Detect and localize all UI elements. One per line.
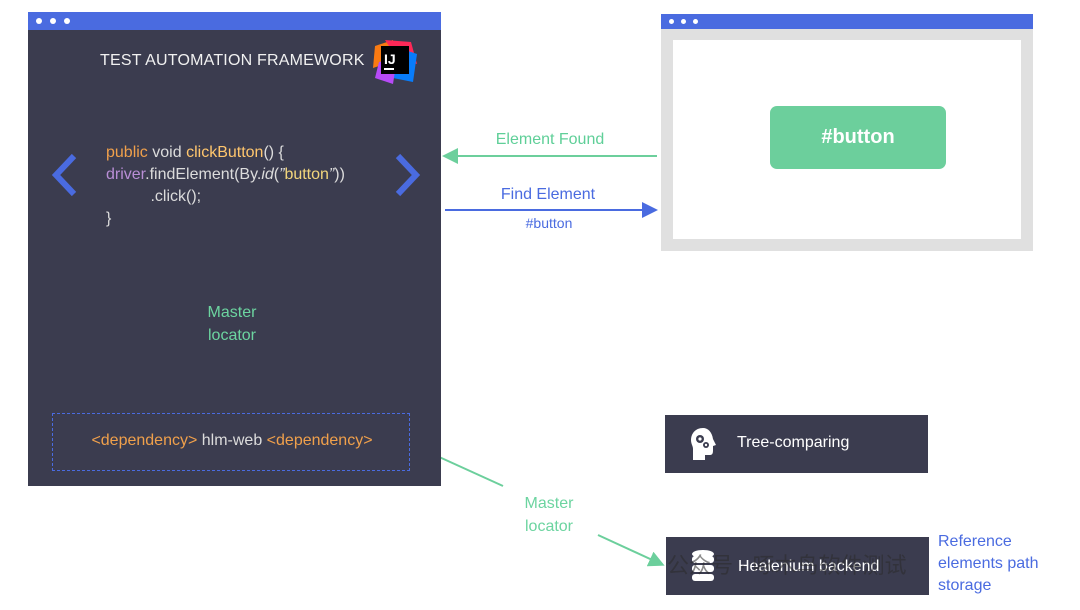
master-locator-line: Master — [207, 304, 257, 321]
ide-window: TEST AUTOMATION FRAMEWORK IJ public void… — [28, 12, 441, 486]
reference-line: Reference — [938, 533, 1012, 550]
code-text: id — [261, 166, 274, 183]
healenium-backend-box: Healenium backend — [666, 537, 929, 595]
window-dot-icon — [693, 19, 698, 24]
code-object: driver — [106, 166, 146, 183]
master-locator-label: Master locator — [192, 301, 272, 347]
master-locator-line: locator — [207, 327, 257, 344]
code-text: () { — [263, 144, 284, 161]
browser-title-bar — [661, 14, 1033, 29]
code-text: ” — [279, 166, 285, 183]
logo-text: IJ — [384, 51, 396, 67]
tree-comparing-box: Tree-comparing — [665, 415, 928, 473]
code-text: ( — [273, 166, 280, 183]
reference-storage-label: Reference elements path storage — [938, 531, 1039, 597]
reference-line: elements path — [938, 555, 1039, 572]
dependency-box: <dependency> hlm-web <dependency> — [52, 413, 410, 471]
master-locator-line: locator — [524, 518, 574, 535]
tree-comparing-label: Tree-comparing — [737, 434, 850, 451]
watermark: 公众号 · 啄木鸟软件测试 — [667, 553, 907, 578]
chevron-right-icon[interactable] — [392, 152, 422, 198]
code-snippet: public void clickButton() { driver.findE… — [106, 142, 345, 230]
chevron-left-icon[interactable] — [50, 152, 80, 198]
find-element-sublabel: #button — [525, 215, 573, 231]
master-locator-line: Master — [524, 495, 574, 512]
code-method: clickButton — [186, 144, 264, 161]
window-dot-icon — [681, 19, 686, 24]
code-keyword: public — [106, 144, 148, 161]
ide-title-bar — [28, 12, 441, 30]
master-locator-label-2: Master locator — [508, 492, 590, 538]
code-text: ” — [328, 166, 335, 183]
dependency-open-tag: <dependency> — [91, 432, 198, 449]
database-icon — [692, 550, 714, 581]
window-dot-icon — [64, 18, 70, 24]
reference-line: storage — [938, 577, 992, 594]
code-text: .click(); — [150, 188, 202, 205]
dependency-close-tag: <dependency> — [266, 432, 373, 449]
element-found-label: Element Found — [495, 131, 605, 148]
code-keyword: void — [152, 144, 182, 161]
target-button[interactable]: #button — [770, 106, 946, 169]
code-text: )) — [334, 166, 345, 183]
dependency-artifact: hlm-web — [197, 432, 267, 449]
dependency-text: <dependency> hlm-web <dependency> — [53, 432, 411, 450]
code-text: } — [106, 210, 112, 227]
master-to-backend-arrow — [597, 534, 665, 567]
find-element-label: Find Element — [500, 186, 596, 203]
browser-viewport: #button — [673, 40, 1021, 239]
brain-gear-icon — [691, 428, 716, 460]
window-dot-icon — [36, 18, 42, 24]
code-string: button — [284, 166, 329, 183]
window-dot-icon — [50, 18, 56, 24]
code-text: .findElement(By. — [145, 166, 262, 183]
intellij-logo-icon: IJ — [373, 40, 417, 84]
browser-window: #button — [661, 14, 1033, 251]
window-dot-icon — [669, 19, 674, 24]
framework-title: TEST AUTOMATION FRAMEWORK — [100, 52, 365, 69]
healenium-backend-label: Healenium backend — [738, 558, 880, 575]
